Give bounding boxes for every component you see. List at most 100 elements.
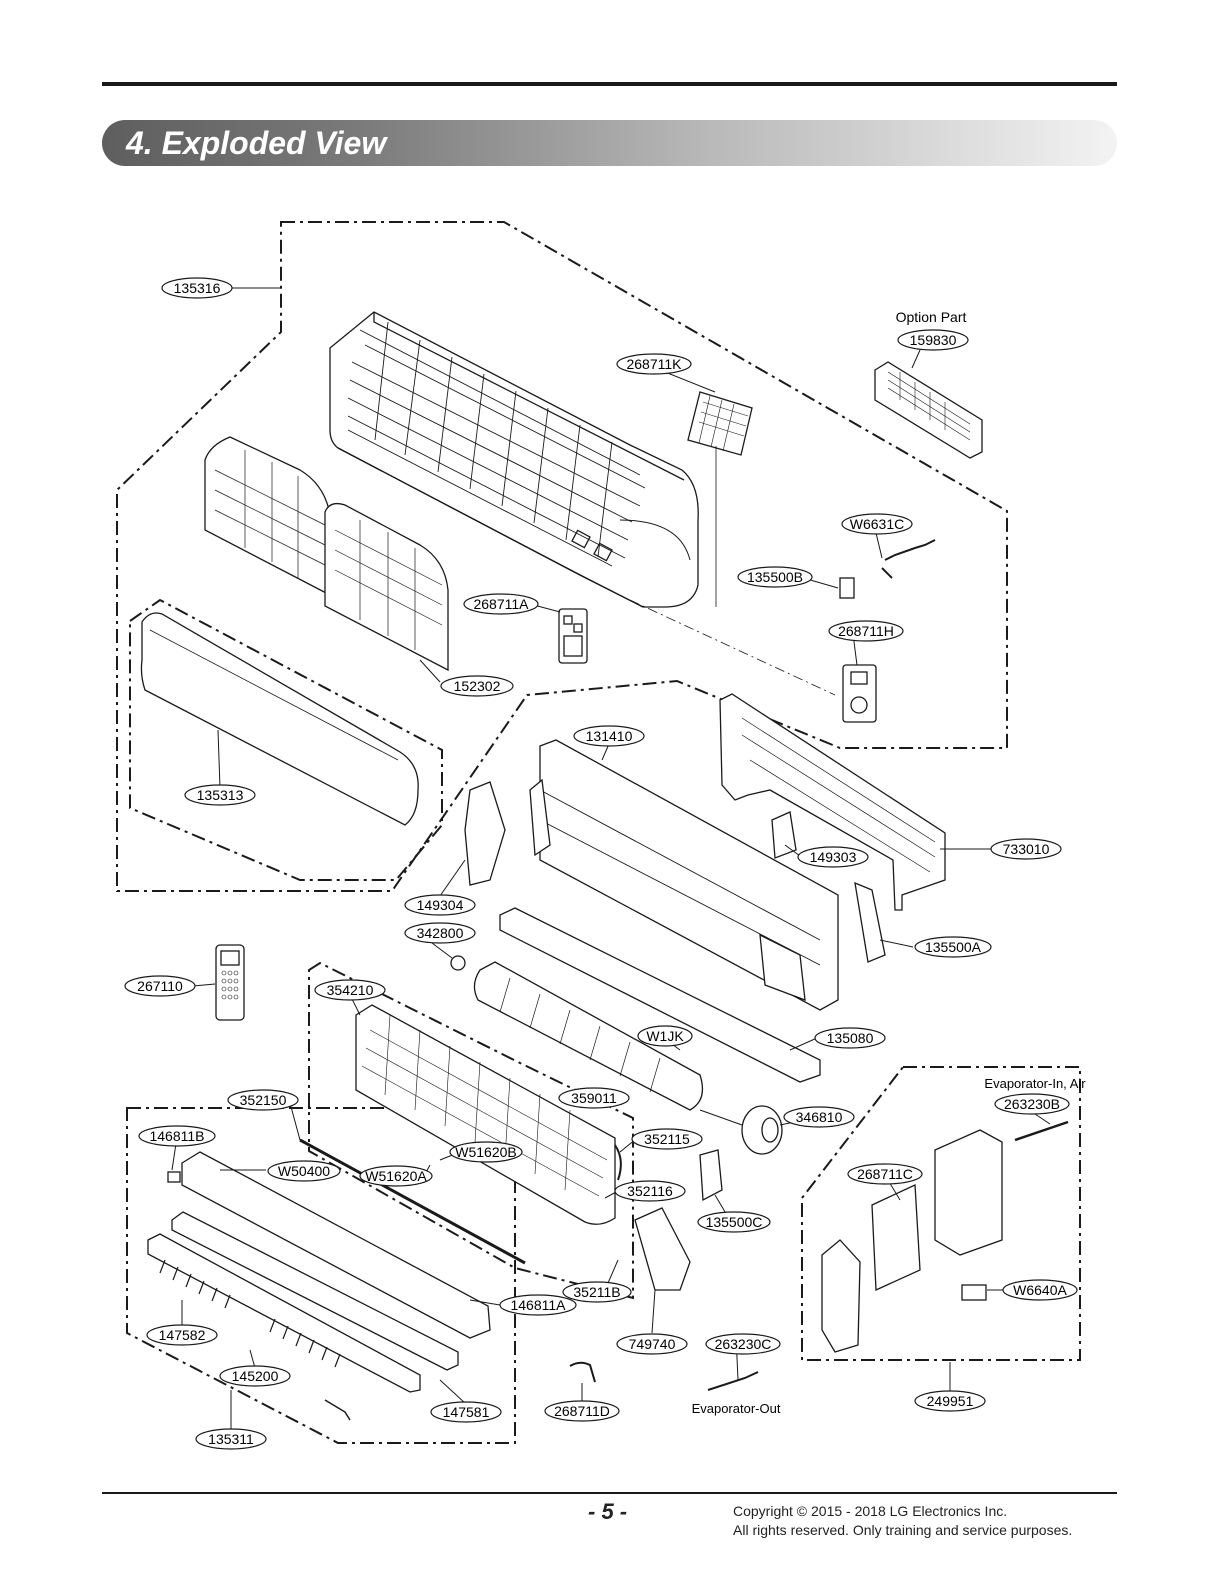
control-unit-268711h-illustration — [842, 664, 877, 723]
part-callout: 268711D — [544, 1400, 620, 1422]
part-callout: 135313 — [184, 784, 256, 806]
part-callout: 149304 — [404, 894, 476, 916]
svg-text:268711K: 268711K — [626, 356, 682, 372]
part-callout: 135500B — [737, 566, 813, 588]
evaporator-illustration — [355, 1004, 616, 1225]
svg-text:268711D: 268711D — [554, 1403, 610, 1419]
svg-text:346810: 346810 — [796, 1109, 843, 1125]
svg-text:268711C: 268711C — [857, 1166, 913, 1182]
part-callout: 35211B — [562, 1281, 632, 1303]
part-callout: W50400 — [267, 1160, 341, 1182]
svg-text:147582: 147582 — [159, 1327, 206, 1343]
page-number: - 5 - — [588, 1499, 628, 1524]
part-callout: 268711K — [616, 353, 692, 375]
part-callout: 342800 — [404, 922, 476, 944]
part-callout: 268711H — [828, 620, 904, 642]
part-callout: 135311 — [195, 1428, 267, 1450]
part-callout: 145200 — [219, 1365, 291, 1387]
part-callout: 733010 — [990, 838, 1062, 860]
sensor-w6631c-illustration — [881, 539, 936, 579]
svg-text:263230C: 263230C — [715, 1336, 772, 1352]
svg-text:159830: 159830 — [910, 332, 957, 348]
option-part-illustration — [874, 361, 983, 459]
part-callout: 135080 — [814, 1027, 886, 1049]
part-callout: 159830 — [897, 329, 969, 351]
part-callout: 135500C — [697, 1211, 771, 1233]
footer-rule — [102, 1492, 1117, 1494]
svg-text:249951: 249951 — [927, 1393, 974, 1409]
control-box-illustration — [821, 1129, 1003, 1353]
part-callout: 352115 — [631, 1128, 703, 1150]
svg-text:342800: 342800 — [417, 925, 464, 941]
part-callout: W1JK — [637, 1025, 693, 1047]
part-callout: 249951 — [914, 1390, 986, 1412]
page-title: 4. Exploded View — [126, 125, 387, 161]
svg-text:135500C: 135500C — [706, 1214, 763, 1230]
air-filter-illustration — [204, 436, 449, 672]
part-callout: 149303 — [797, 846, 869, 868]
svg-text:W6640A: W6640A — [1013, 1282, 1067, 1298]
part-callout: 135316 — [161, 277, 233, 299]
copyright-notice: Copyright © 2015 - 2018 LG Electronics I… — [733, 1502, 1072, 1540]
chassis-illustration — [329, 311, 699, 608]
side-bracket-149304-illustration — [464, 781, 506, 886]
svg-text:267110: 267110 — [137, 978, 183, 994]
part-callout: 352150 — [227, 1089, 299, 1111]
bracket-135500c-illustration — [699, 1149, 723, 1202]
part-callout: W6631C — [841, 513, 913, 535]
part-callout: W51620B — [449, 1141, 523, 1163]
svg-text:W6631C: W6631C — [850, 516, 904, 532]
bearing-342800-illustration — [450, 955, 466, 971]
bracket-749740-illustration — [634, 1207, 691, 1291]
note-evaporator-in: Evaporator-In, Air — [984, 1076, 1086, 1091]
group-outline-main — [116, 221, 1008, 892]
svg-text:146811B: 146811B — [149, 1128, 204, 1144]
svg-text:131410: 131410 — [586, 728, 633, 744]
note-option-part: Option Part — [896, 309, 967, 325]
control-unit-268711a-illustration — [558, 608, 588, 664]
svg-text:152302: 152302 — [454, 678, 501, 694]
cross-flow-fan-illustration — [473, 961, 704, 1111]
svg-text:354210: 354210 — [327, 982, 374, 998]
sensor-263230b-illustration — [1014, 1120, 1069, 1142]
terminal-block-illustration — [961, 1284, 987, 1301]
part-callout: 131410 — [573, 725, 645, 747]
svg-text:135316: 135316 — [174, 280, 221, 296]
bracket-149303-illustration — [771, 811, 797, 859]
svg-text:352116: 352116 — [627, 1183, 673, 1199]
svg-text:733010: 733010 — [1003, 841, 1050, 857]
part-callout: 263230C — [705, 1333, 781, 1355]
remote-controller-illustration — [215, 944, 245, 1021]
svg-text:35211B: 35211B — [573, 1284, 620, 1300]
svg-text:268711A: 268711A — [473, 596, 529, 612]
svg-text:359011: 359011 — [571, 1090, 617, 1106]
part-callout: 147581 — [430, 1401, 502, 1423]
svg-text:149304: 149304 — [417, 897, 464, 913]
part-callout: 352116 — [614, 1180, 686, 1202]
part-callout: 146811B — [138, 1125, 216, 1147]
note-evaporator-out: Evaporator-Out — [692, 1401, 781, 1416]
part-callout: 346810 — [783, 1106, 855, 1128]
installation-plate-illustration — [719, 693, 946, 911]
part-callout: W6640A — [1002, 1279, 1078, 1301]
copyright-line-1: Copyright © 2015 - 2018 LG Electronics I… — [733, 1503, 1008, 1519]
group-outline-front-panel — [129, 598, 443, 881]
holder-135500a-illustration — [854, 881, 886, 963]
svg-text:W51620B: W51620B — [455, 1144, 516, 1160]
part-callout: 359011 — [558, 1087, 630, 1109]
svg-text:135500B: 135500B — [747, 569, 803, 585]
svg-text:749740: 749740 — [629, 1336, 676, 1352]
svg-text:147581: 147581 — [443, 1404, 490, 1420]
copyright-line-2: All rights reserved. Only training and s… — [733, 1522, 1073, 1538]
part-callout: 268711C — [847, 1163, 923, 1185]
part-callout: 268711A — [463, 593, 539, 615]
part-callout: 147582 — [146, 1324, 218, 1346]
part-callout: 263230B — [994, 1093, 1070, 1115]
callout-labels: 135316 159830 268711K W6631C 135500B 268… — [124, 277, 1078, 1450]
svg-text:149303: 149303 — [810, 849, 857, 865]
part-callout: 267110 — [124, 975, 196, 997]
svg-text:W1JK: W1JK — [646, 1028, 684, 1044]
svg-text:352115: 352115 — [644, 1131, 690, 1147]
connector-146811b-illustration — [167, 1171, 181, 1183]
